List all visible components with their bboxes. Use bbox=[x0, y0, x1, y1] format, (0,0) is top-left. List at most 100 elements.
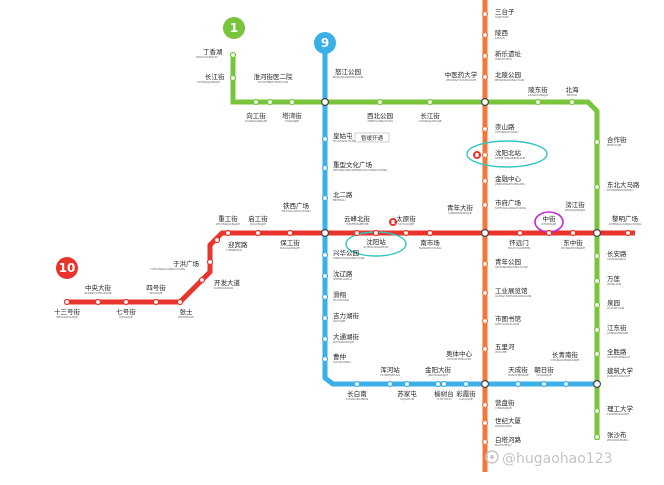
svg-text:1: 1 bbox=[230, 21, 238, 35]
svg-text:崇山路: 崇山路 bbox=[495, 122, 515, 131]
svg-text:朝日街: 朝日街 bbox=[534, 365, 554, 374]
svg-text:中医药大学: 中医药大学 bbox=[445, 70, 478, 79]
svg-text:WULIHE: WULIHE bbox=[495, 350, 507, 354]
svg-text:新乐遗址: 新乐遗址 bbox=[495, 49, 522, 58]
svg-text:JIANGDONGJIE: JIANGDONGJIE bbox=[606, 331, 628, 335]
svg-text:SHENLIAOLU: SHENLIAOLU bbox=[333, 277, 352, 281]
svg-text:ZHONGYIYAODAXUE: ZHONGYIYAODAXUE bbox=[446, 78, 476, 82]
svg-text:黎明广场: 黎明广场 bbox=[612, 214, 639, 223]
station-aotizhongxin-2[interactable] bbox=[481, 380, 490, 389]
svg-text:长青南街: 长青南街 bbox=[552, 350, 579, 359]
svg-text:QIHAOJIE: QIHAOJIE bbox=[119, 315, 133, 319]
svg-text:QUANYUAN: QUANYUAN bbox=[607, 306, 624, 310]
svg-text:CHONGSHANLU: CHONGSHANLU bbox=[495, 130, 518, 134]
svg-text:HUNHEZHAN: HUNHEZHAN bbox=[380, 373, 399, 377]
svg-text:理工大学: 理工大学 bbox=[607, 404, 634, 413]
svg-text:YINGPANJIE: YINGPANJIE bbox=[495, 406, 512, 410]
svg-text:QINGNIANGONGYUAN: QINGNIANGONGYUAN bbox=[495, 265, 528, 269]
svg-text:青年公园: 青年公园 bbox=[495, 257, 521, 266]
svg-text:滑翔: 滑翔 bbox=[333, 290, 347, 299]
svg-text:苏家屯: 苏家屯 bbox=[397, 389, 417, 398]
